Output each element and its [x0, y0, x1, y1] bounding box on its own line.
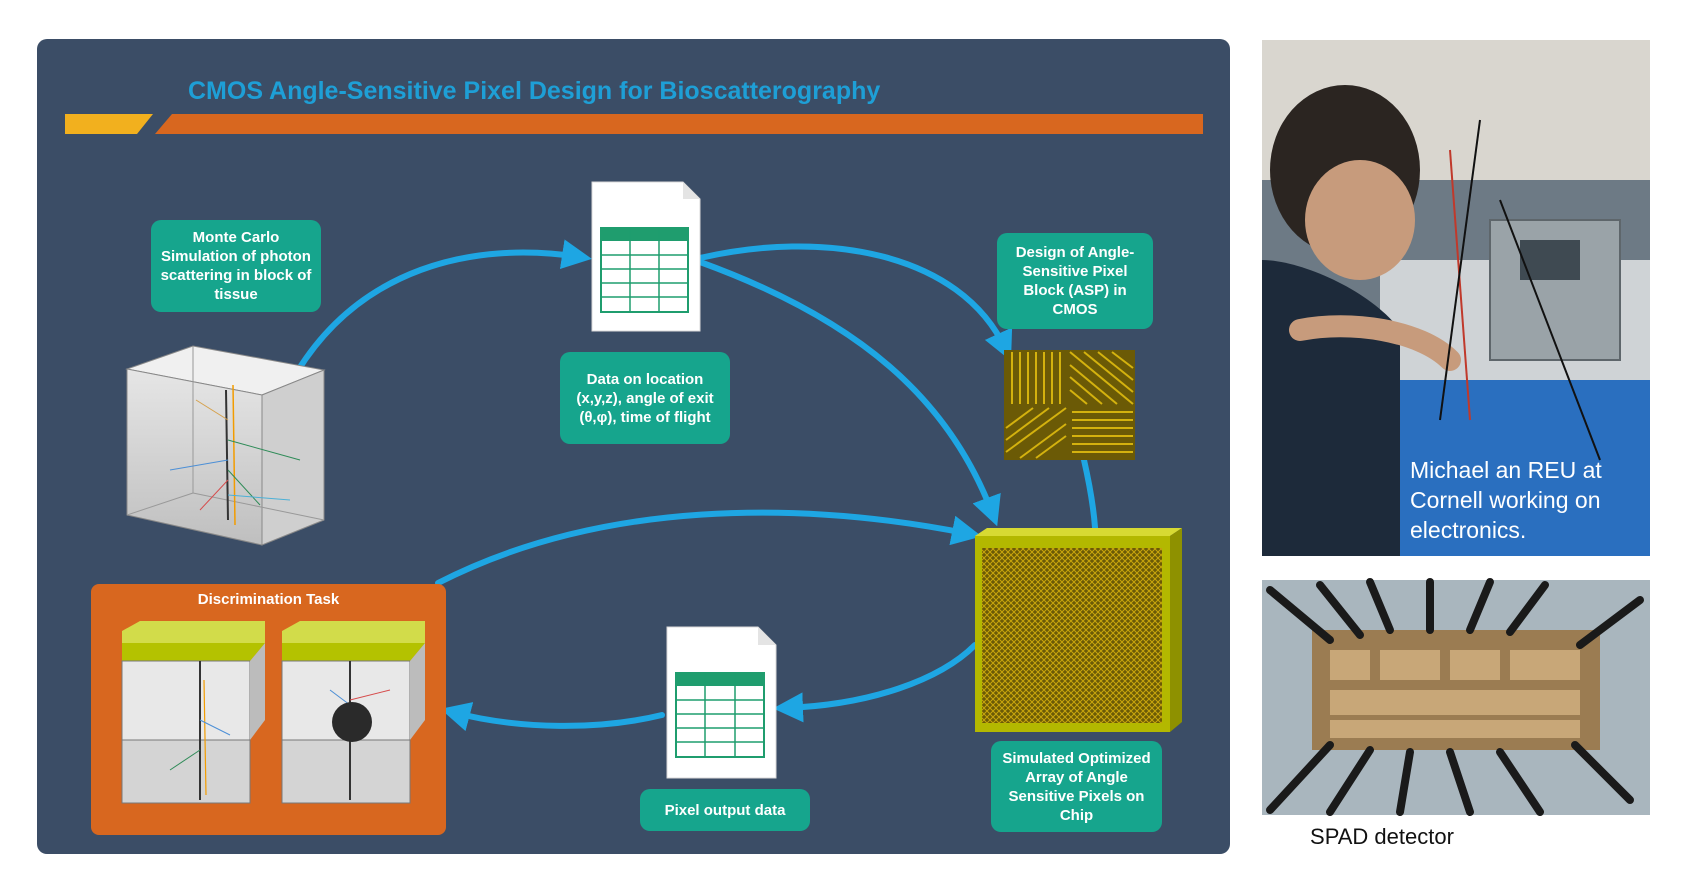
discrimination-task-group: [91, 584, 446, 835]
spad-detector-caption: SPAD detector: [1310, 824, 1454, 849]
inclusion-sphere-icon: [332, 702, 372, 742]
asp-design-box: Design of Angle-Sensitive Pixel Block (A…: [997, 233, 1153, 329]
header-orange-bar: [155, 114, 1203, 134]
pixel-output-box: Pixel output data: [640, 789, 810, 831]
header-yellow-bar: [65, 114, 153, 134]
data-document-icon: [591, 181, 701, 332]
simulated-array-box: Simulated Optimized Array of Angle Sensi…: [991, 741, 1162, 832]
arrow-sim-to-data: [294, 239, 592, 375]
arrow-discrimination-to-array: [435, 509, 982, 586]
discrimination-task-label: Discrimination Task: [197, 591, 340, 608]
lab-photo-caption: Michael an REU at Cornell working on ele…: [1410, 457, 1602, 543]
monte-carlo-box: Monte Carlo Simulation of photon scatter…: [151, 220, 321, 312]
arrow-output-to-discrimination: [440, 702, 665, 732]
data-location-box: Data on location (x,y,z), angle of exit …: [560, 352, 730, 444]
monte-carlo-cube-plot: [125, 345, 326, 546]
arrow-data-to-array: [697, 259, 1001, 527]
spad-chip-photo: [1262, 578, 1650, 816]
chip-array-graphic: [975, 528, 1182, 732]
output-document-icon: [666, 626, 777, 779]
arrow-array-to-output: [773, 642, 978, 723]
arrow-data-to-asp: [697, 243, 1013, 361]
lab-photo: [1262, 40, 1650, 556]
diagram-title: CMOS Angle-Sensitive Pixel Design for Bi…: [188, 77, 881, 105]
asp-block-graphic: [1004, 350, 1135, 460]
